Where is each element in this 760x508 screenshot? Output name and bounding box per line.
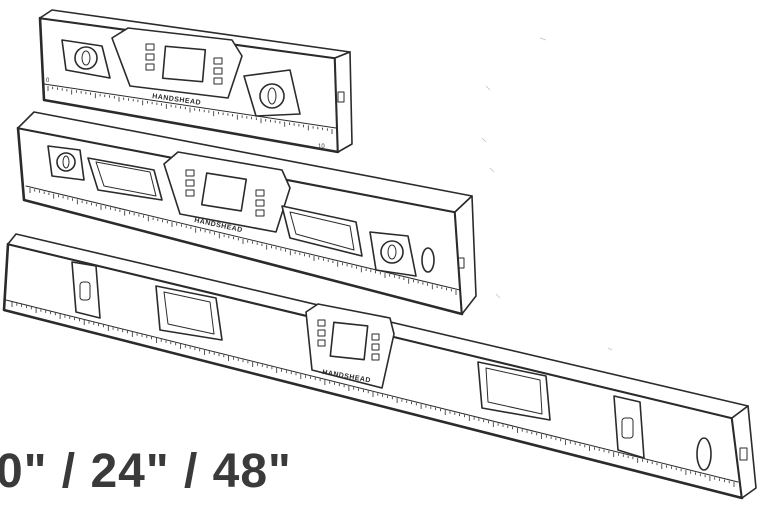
right-handle bbox=[477, 361, 551, 421]
digital-display bbox=[163, 151, 291, 233]
left-vial-icon bbox=[71, 261, 101, 319]
left-handle bbox=[155, 285, 223, 341]
paper-speckles bbox=[481, 37, 613, 351]
digital-display bbox=[305, 303, 395, 389]
left-vial-icon bbox=[47, 145, 85, 181]
end-vial-icon bbox=[696, 437, 712, 471]
right-vial-icon bbox=[243, 69, 301, 117]
long-level: HANDSHEAD bbox=[2, 233, 757, 500]
right-vial-icon bbox=[369, 231, 417, 277]
scale-end-label: 10 bbox=[318, 144, 325, 150]
left-vial-icon bbox=[61, 39, 111, 79]
short-level: 0 10 HANDSHEAD bbox=[38, 9, 353, 154]
right-handle bbox=[281, 205, 363, 257]
right-vial-icon bbox=[613, 395, 645, 459]
medium-level: HANDSHEAD bbox=[16, 111, 477, 316]
left-handle bbox=[87, 157, 163, 201]
digital-display bbox=[111, 27, 243, 99]
scale-start-label: 0 bbox=[46, 78, 50, 84]
end-vial-icon bbox=[421, 247, 435, 273]
size-caption: 0" / 24" / 48" bbox=[0, 445, 292, 498]
